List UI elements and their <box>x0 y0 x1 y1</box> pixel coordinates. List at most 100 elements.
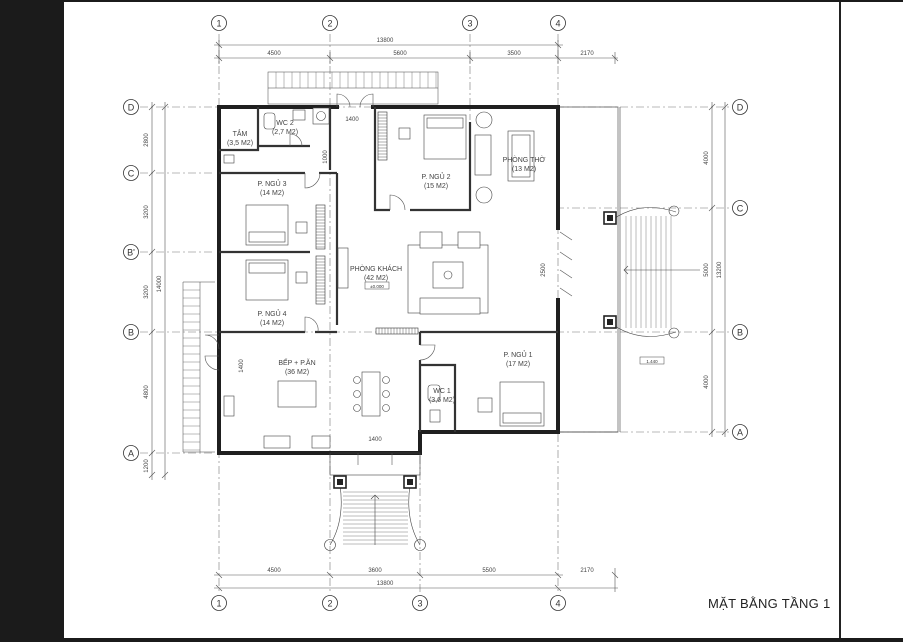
axis-label: D <box>737 103 744 113</box>
right-stair-steps <box>625 216 672 328</box>
dim-left-seg: 3200 <box>144 205 150 219</box>
dim-inner: 2500 <box>541 263 547 277</box>
side-stair <box>182 281 215 453</box>
room-name: BẾP + P.ĂN <box>278 357 315 367</box>
room-area: (14 M2) <box>260 320 284 327</box>
dim-inner: 1000 <box>323 150 329 164</box>
axis-label: A <box>737 428 743 438</box>
axis-label: 2 <box>327 599 332 609</box>
dim-bottom-total: 13800 <box>377 581 394 587</box>
dim-top-seg: 2170 <box>580 51 594 57</box>
axis-label: A <box>128 449 134 459</box>
windows <box>315 111 419 335</box>
axis-label: 2 <box>327 19 332 29</box>
dim-top-seg: 3500 <box>507 51 521 57</box>
room-name: P. NGỦ 4 <box>257 309 286 318</box>
room-name: WC 1 <box>433 388 451 395</box>
axis-label: 3 <box>467 19 472 29</box>
level-tags: ±0.000 1.440 <box>364 281 665 365</box>
dim-right-total: 13200 <box>717 261 723 278</box>
room-area: (17 M2) <box>506 361 530 368</box>
axis-bubble-3-top: 3 <box>462 15 478 31</box>
axis-label: 1 <box>216 599 221 609</box>
room-area: (2,7 M2) <box>272 129 298 136</box>
dim-left-seg: 2800 <box>144 133 150 147</box>
dim-bottom-seg: 3600 <box>368 568 382 574</box>
axis-bubble-2-bottom: 2 <box>322 595 338 611</box>
axis-label: B <box>737 328 743 338</box>
room-name: TẮM <box>233 129 248 138</box>
furniture <box>223 107 545 449</box>
room-name: P. NGỦ 3 <box>257 179 286 188</box>
room-name: PHÒNG THỜ <box>503 155 546 164</box>
dim-top-seg: 5600 <box>393 51 407 57</box>
room-area: (3,5 M2) <box>227 140 253 147</box>
dim-bottom-seg: 4500 <box>267 568 281 574</box>
axis-bubble-D-right: D <box>732 99 748 115</box>
room-labels: TẮM (3,5 M2) WC 2 (2,7 M2) P. NGỦ 2 (15 … <box>227 120 545 404</box>
dim-right-seg: 4000 <box>704 151 710 165</box>
dim-right-seg: 4000 <box>704 375 710 389</box>
front-stair-posts <box>333 475 417 489</box>
axis-label: B' <box>127 248 135 258</box>
porch-level-tag: 1.440 <box>646 359 658 364</box>
axis-bubble-B2-left: B' <box>123 244 139 260</box>
axis-bubble-4-bottom: 4 <box>550 595 566 611</box>
dim-left-seg: 1200 <box>144 459 150 473</box>
drawing-title: MẶT BẰNG TẦNG 1 <box>708 596 831 611</box>
axis-label: 4 <box>555 599 560 609</box>
dim-top-total: 13800 <box>377 38 394 44</box>
axis-label: C <box>737 204 744 214</box>
room-area: (15 M2) <box>424 183 448 190</box>
axis-label: D <box>128 103 135 113</box>
dim-inner: 1400 <box>368 437 382 443</box>
interior-walls <box>219 107 558 432</box>
axis-bubble-1-top: 1 <box>211 15 227 31</box>
right-stair <box>611 205 700 339</box>
room-area: (3,6 M2) <box>429 397 455 404</box>
dim-left-seg: 4800 <box>144 385 150 399</box>
sheet-margin <box>839 2 903 638</box>
front-stair-steps <box>343 491 408 545</box>
axis-bubble-A-left: A <box>123 445 139 461</box>
doors <box>204 93 573 465</box>
entry-porch <box>329 452 421 476</box>
dim-left-seg: 3200 <box>144 285 150 299</box>
room-name: WC 2 <box>276 120 294 127</box>
room-name: P. NGỦ 2 <box>421 172 450 181</box>
dim-inner: 1400 <box>239 359 245 373</box>
room-name: P. NGỦ 1 <box>503 350 532 359</box>
window-hatch <box>316 114 416 334</box>
axis-bubble-2-top: 2 <box>322 15 338 31</box>
rear-stair <box>267 71 439 105</box>
rear-stair-steps <box>275 72 437 88</box>
dim-top-seg: 4500 <box>267 51 281 57</box>
room-area: (13 M2) <box>512 166 536 173</box>
axis-label: 1 <box>216 19 221 29</box>
dimension-lines <box>148 40 729 592</box>
dim-bottom-seg: 5500 <box>482 568 496 574</box>
axis-bubble-D-left: D <box>123 99 139 115</box>
right-stair-posts <box>603 211 617 329</box>
axis-bubble-1-bottom: 1 <box>211 595 227 611</box>
porch-outlines <box>558 106 621 433</box>
side-stair-steps <box>183 289 200 451</box>
front-stair <box>324 484 426 551</box>
axis-bubble-B-right: B <box>732 324 748 340</box>
exterior-walls <box>217 105 560 455</box>
axis-bubble-3-bottom: 3 <box>412 595 428 611</box>
axis-bubble-B-left: B <box>123 324 139 340</box>
room-area: (42 M2) <box>364 275 388 282</box>
axis-bubbles: 1 2 3 4 1 2 3 4 D C B' B A D C B <box>123 15 748 611</box>
dim-bottom-seg: 2170 <box>580 568 594 574</box>
axis-label: 4 <box>555 19 560 29</box>
dim-inner: 1400 <box>345 117 359 123</box>
axis-bubble-C-right: C <box>732 200 748 216</box>
axis-bubble-4-top: 4 <box>550 15 566 31</box>
dim-left-total: 14000 <box>157 275 163 292</box>
room-area: (14 M2) <box>260 190 284 197</box>
axis-label: B <box>128 328 134 338</box>
room-area: (36 M2) <box>285 369 309 376</box>
origin-level-tag: ±0.000 <box>370 284 384 289</box>
